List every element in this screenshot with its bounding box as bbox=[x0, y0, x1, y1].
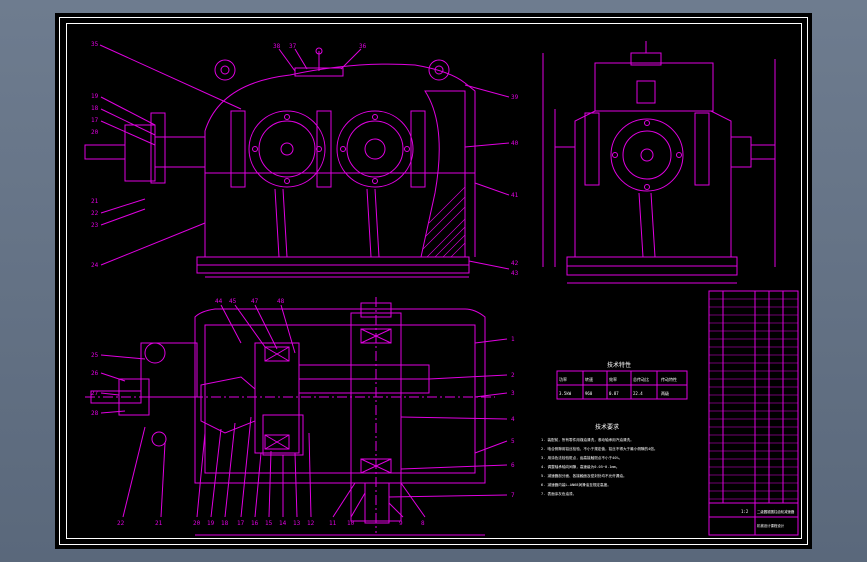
callout-number: 19 bbox=[91, 93, 99, 100]
note-line: 5. 减速器剖分面、各接触面及密封处均不允许漏油。 bbox=[541, 473, 627, 478]
top-view bbox=[85, 297, 508, 536]
callout-number: 10 bbox=[347, 520, 355, 527]
callout-number: 7 bbox=[511, 492, 515, 499]
callout-number: 11 bbox=[329, 520, 337, 527]
callout-number: 6 bbox=[511, 462, 515, 469]
callout-number: 36 bbox=[359, 43, 367, 50]
spec-value-cell: 0.87 bbox=[609, 391, 619, 396]
notes-lines: 1. 装配前，所有零件用煤油清洗，滚动轴承用汽油清洗。 2. 啮合侧隙用铅丝检验，… bbox=[541, 437, 657, 496]
callout-number: 12 bbox=[307, 520, 315, 527]
spec-header-cell: 转速 bbox=[585, 376, 593, 382]
top-view-callouts-bottom: 22 21 20 19 18 17 16 15 14 13 12 11 10 9 8 bbox=[117, 520, 425, 527]
callout-number: 19 bbox=[207, 520, 215, 527]
note-line: 1. 装配前，所有零件用煤油清洗，滚动轴承用汽油清洗。 bbox=[541, 437, 634, 442]
callout-number: 20 bbox=[193, 520, 201, 527]
front-view-hatching bbox=[422, 186, 466, 258]
spec-table bbox=[556, 370, 688, 400]
spec-value-cell: 22.4 bbox=[633, 391, 643, 396]
front-view-callouts-top: 38 37 36 bbox=[273, 43, 367, 50]
note-line: 7. 表面涂灰色油漆。 bbox=[541, 491, 576, 496]
spec-value-cell: 3.5kW bbox=[559, 391, 572, 396]
outer-border bbox=[59, 17, 808, 545]
callout-number: 24 bbox=[91, 262, 99, 269]
spec-header-cell: 传动特性 bbox=[661, 376, 677, 382]
callout-number: 4 bbox=[511, 416, 515, 423]
note-line: 4. 调整轴承轴向间隙，高速级为0.05~0.1mm。 bbox=[541, 464, 619, 469]
title-block-drawing-title: 二级圆锥圆柱齿轮减速器 bbox=[757, 509, 795, 514]
callout-number: 35 bbox=[91, 41, 99, 48]
note-line: 2. 啮合侧隙用铅丝检验，不小于规定值，铅丝不得大于最小侧隙的4倍。 bbox=[541, 446, 657, 451]
callout-number: 42 bbox=[511, 260, 519, 267]
notes-title: 技术要求 bbox=[595, 423, 619, 431]
spec-header-cell: 效率 bbox=[609, 376, 617, 382]
parts-list-rows bbox=[709, 298, 798, 500]
callout-number: 39 bbox=[511, 94, 519, 101]
note-line: 3. 用涂色法检验斑点，齿高接触斑点不小于40%。 bbox=[541, 455, 622, 460]
callout-number: 41 bbox=[511, 192, 519, 199]
spec-table-headers: 功率 转速 效率 总传动比 传动特性 bbox=[559, 376, 677, 382]
spec-table-values: 3.5kW 960 0.87 22.4 两级 bbox=[559, 390, 669, 396]
callout-number: 38 bbox=[273, 43, 281, 50]
callout-number: 5 bbox=[511, 438, 515, 445]
callout-number: 45 bbox=[229, 298, 237, 305]
callout-number: 25 bbox=[91, 352, 99, 359]
inner-border bbox=[66, 23, 802, 539]
top-view-callouts-left: 25 26 27 28 bbox=[91, 352, 99, 417]
spec-value-cell: 两级 bbox=[661, 390, 669, 396]
callout-number: 16 bbox=[251, 520, 259, 527]
top-view-callouts-right: 1 2 3 4 5 6 7 bbox=[511, 336, 515, 499]
callout-number: 22 bbox=[91, 210, 99, 217]
callout-number: 21 bbox=[155, 520, 163, 527]
callout-number: 3 bbox=[511, 390, 515, 397]
callout-number: 21 bbox=[91, 198, 99, 205]
callout-number: 2 bbox=[511, 372, 515, 379]
note-line: 6. 减速器内装L-AN68润滑油至规定高度。 bbox=[541, 482, 611, 487]
front-view-callouts-right: 39 40 41 42 43 bbox=[511, 94, 519, 277]
callout-number: 18 bbox=[91, 105, 99, 112]
spec-header-cell: 功率 bbox=[559, 376, 567, 382]
callout-number: 15 bbox=[265, 520, 273, 527]
title-block-school: 机械设计课程设计 bbox=[757, 523, 785, 528]
callout-number: 48 bbox=[277, 298, 285, 305]
callout-number: 18 bbox=[221, 520, 229, 527]
side-view bbox=[542, 41, 776, 284]
parts-list bbox=[708, 290, 799, 536]
callout-number: 27 bbox=[91, 390, 99, 397]
callout-number: 20 bbox=[91, 129, 99, 136]
title-block-scale: 1:2 bbox=[741, 509, 749, 514]
callout-number: 17 bbox=[237, 520, 245, 527]
callout-number: 17 bbox=[91, 117, 99, 124]
callout-number: 23 bbox=[91, 222, 99, 229]
top-view-callouts-top: 44 45 47 48 bbox=[215, 298, 285, 305]
spec-table-title: 技术特性 bbox=[607, 361, 631, 369]
callout-number: 44 bbox=[215, 298, 223, 305]
callout-number: 28 bbox=[91, 410, 99, 417]
callout-number: 26 bbox=[91, 370, 99, 377]
callout-number: 37 bbox=[289, 43, 297, 50]
callout-number: 47 bbox=[251, 298, 259, 305]
spec-header-cell: 总传动比 bbox=[633, 376, 649, 382]
front-view-callouts-left: 35 19 18 17 20 21 22 23 24 bbox=[91, 41, 99, 269]
callout-number: 40 bbox=[511, 140, 519, 147]
callout-number: 9 bbox=[399, 520, 403, 527]
callout-number: 8 bbox=[421, 520, 425, 527]
callout-number: 14 bbox=[279, 520, 287, 527]
callout-number: 13 bbox=[293, 520, 301, 527]
callout-number: 43 bbox=[511, 270, 519, 277]
callout-number: 1 bbox=[511, 336, 515, 343]
spec-value-cell: 960 bbox=[585, 391, 593, 396]
front-view bbox=[84, 44, 510, 278]
callout-number: 22 bbox=[117, 520, 125, 527]
